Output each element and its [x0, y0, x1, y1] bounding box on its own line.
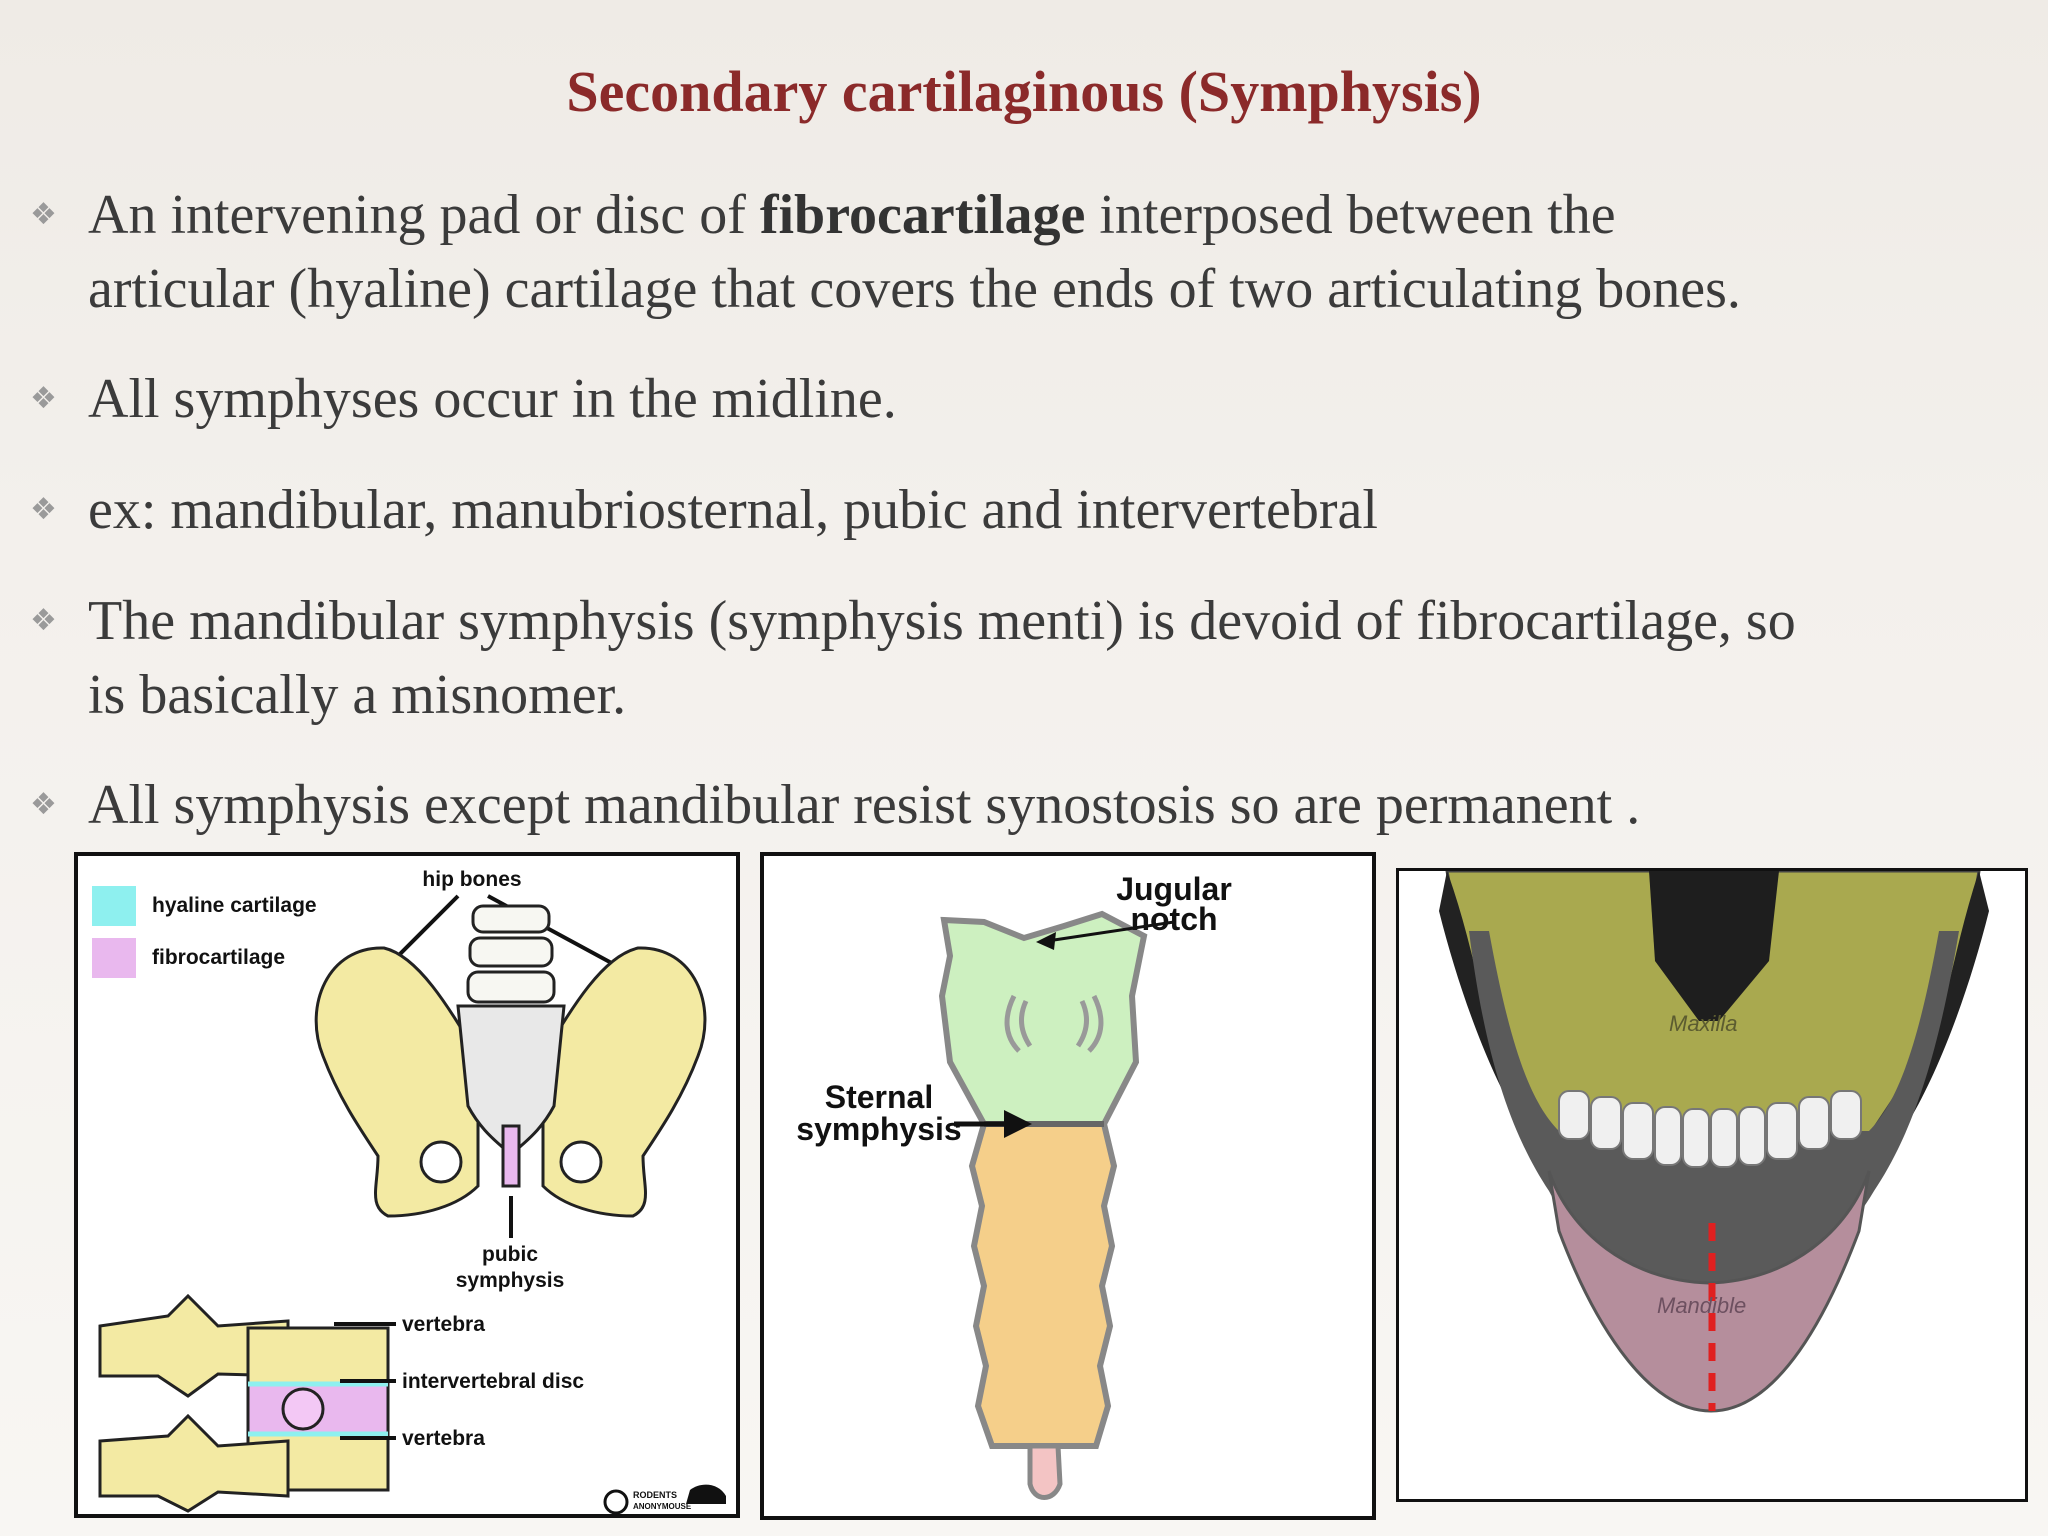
bullet-4-line-1: The mandibular symphysis (symphysis ment… — [88, 590, 1796, 652]
hip-bones-label: hip bones — [422, 868, 521, 891]
bullet-5: ❖ All symphysis except mandibular resist… — [30, 768, 2008, 842]
pelvis-drawing — [314, 904, 707, 1218]
sternal-body — [968, 1121, 1118, 1449]
bullet-4: ❖ The mandibular symphysis (symphysis me… — [30, 584, 2008, 732]
vertebra-bottom-label: vertebra — [402, 1427, 485, 1450]
bullet-5-text: All symphysis except mandibular resist s… — [88, 774, 1641, 836]
diamond-bullet-icon: ❖ — [30, 603, 57, 638]
sternum-illustration: Jugular notch Sternal symphysis — [796, 871, 1232, 1500]
disc-label: intervertebral disc — [402, 1370, 584, 1393]
jugular-arrowhead — [1036, 932, 1056, 950]
left-ramus-shadow — [1439, 871, 1549, 1121]
sternal-label: Sternal — [825, 1079, 933, 1115]
maxilla-label: Maxilla — [1669, 1011, 1737, 1036]
figure-mandible: Maxilla Mandible — [1396, 868, 2028, 1502]
mouse-logo-icon — [686, 1484, 726, 1504]
bullet-2-text: All symphyses occur in the midline. — [88, 368, 897, 430]
slide-title: Secondary cartilaginous (Symphysis) — [566, 59, 1482, 124]
diamond-bullet-icon: ❖ — [30, 492, 57, 527]
logo-rodents: RODENTS — [633, 1490, 677, 1500]
xiphoid-process — [1027, 1443, 1063, 1500]
fibro-legend-swatch — [92, 938, 136, 978]
figure-pelvis-vertebrae: hyaline cartilage fibrocartilage hip bon… — [74, 852, 740, 1518]
bullet-3-text: ex: mandibular, manubriosternal, pubic a… — [88, 479, 1378, 541]
copyright-icon — [603, 1489, 629, 1514]
diamond-bullet-icon: ❖ — [30, 197, 57, 232]
bullet-1-bold-term: fibrocartilage — [759, 184, 1086, 246]
vertebra-top-label: vertebra — [402, 1313, 485, 1336]
logo-anonymouse: ANONYMOUSE — [633, 1502, 692, 1511]
diamond-bullet-icon: ❖ — [30, 381, 57, 416]
diamond-bullet-icon: ❖ — [30, 787, 57, 822]
jaw-outline — [1469, 931, 1959, 1291]
bullet-1-text-end: interposed between the — [1085, 184, 1616, 246]
bullet-1-text-start: An intervening pad or disc of — [88, 184, 760, 246]
symphysis-label: symphysis — [456, 1269, 565, 1292]
nasal-cavity — [1649, 871, 1779, 1021]
figure-sternum: Jugular notch Sternal symphysis — [760, 852, 1376, 1520]
clavicular-notch-marks — [1004, 994, 1104, 1053]
skull-mandible-illustration: Maxilla Mandible — [1399, 871, 2025, 1499]
jugular-label: Jugular — [1116, 871, 1232, 907]
symphysis-label: symphysis — [796, 1111, 961, 1147]
bullet-1: ❖ An intervening pad or disc of fibrocar… — [30, 178, 2008, 326]
bullet-4-line-2: is basically a misnomer. — [88, 664, 627, 726]
bullet-1-line-2: articular (hyaline) cartilage that cover… — [88, 258, 1741, 320]
legend-fibro-label: fibrocartilage — [152, 946, 285, 969]
bullet-3: ❖ ex: mandibular, manubriosternal, pubic… — [30, 473, 2008, 547]
mandible-label: Mandible — [1657, 1293, 1746, 1318]
notch-label: notch — [1130, 901, 1217, 937]
right-ramus-shadow — [1879, 871, 1989, 1121]
jugular-notch-arrow — [1053, 920, 1175, 942]
legend-hyaline-label: hyaline cartilage — [152, 894, 317, 917]
bullet-2: ❖ All symphyses occur in the midline. — [30, 362, 2008, 436]
hyaline-legend-swatch — [92, 886, 136, 926]
vertebrae-drawing — [98, 1293, 390, 1513]
manubrium — [938, 910, 1148, 1127]
teeth-row — [1558, 1090, 1862, 1168]
pubic-label: pubic — [482, 1243, 538, 1266]
sternal-arrowhead — [1004, 1110, 1032, 1138]
pelvis-vertebrae-illustration: hyaline cartilage fibrocartilage hip bon… — [92, 868, 726, 1514]
